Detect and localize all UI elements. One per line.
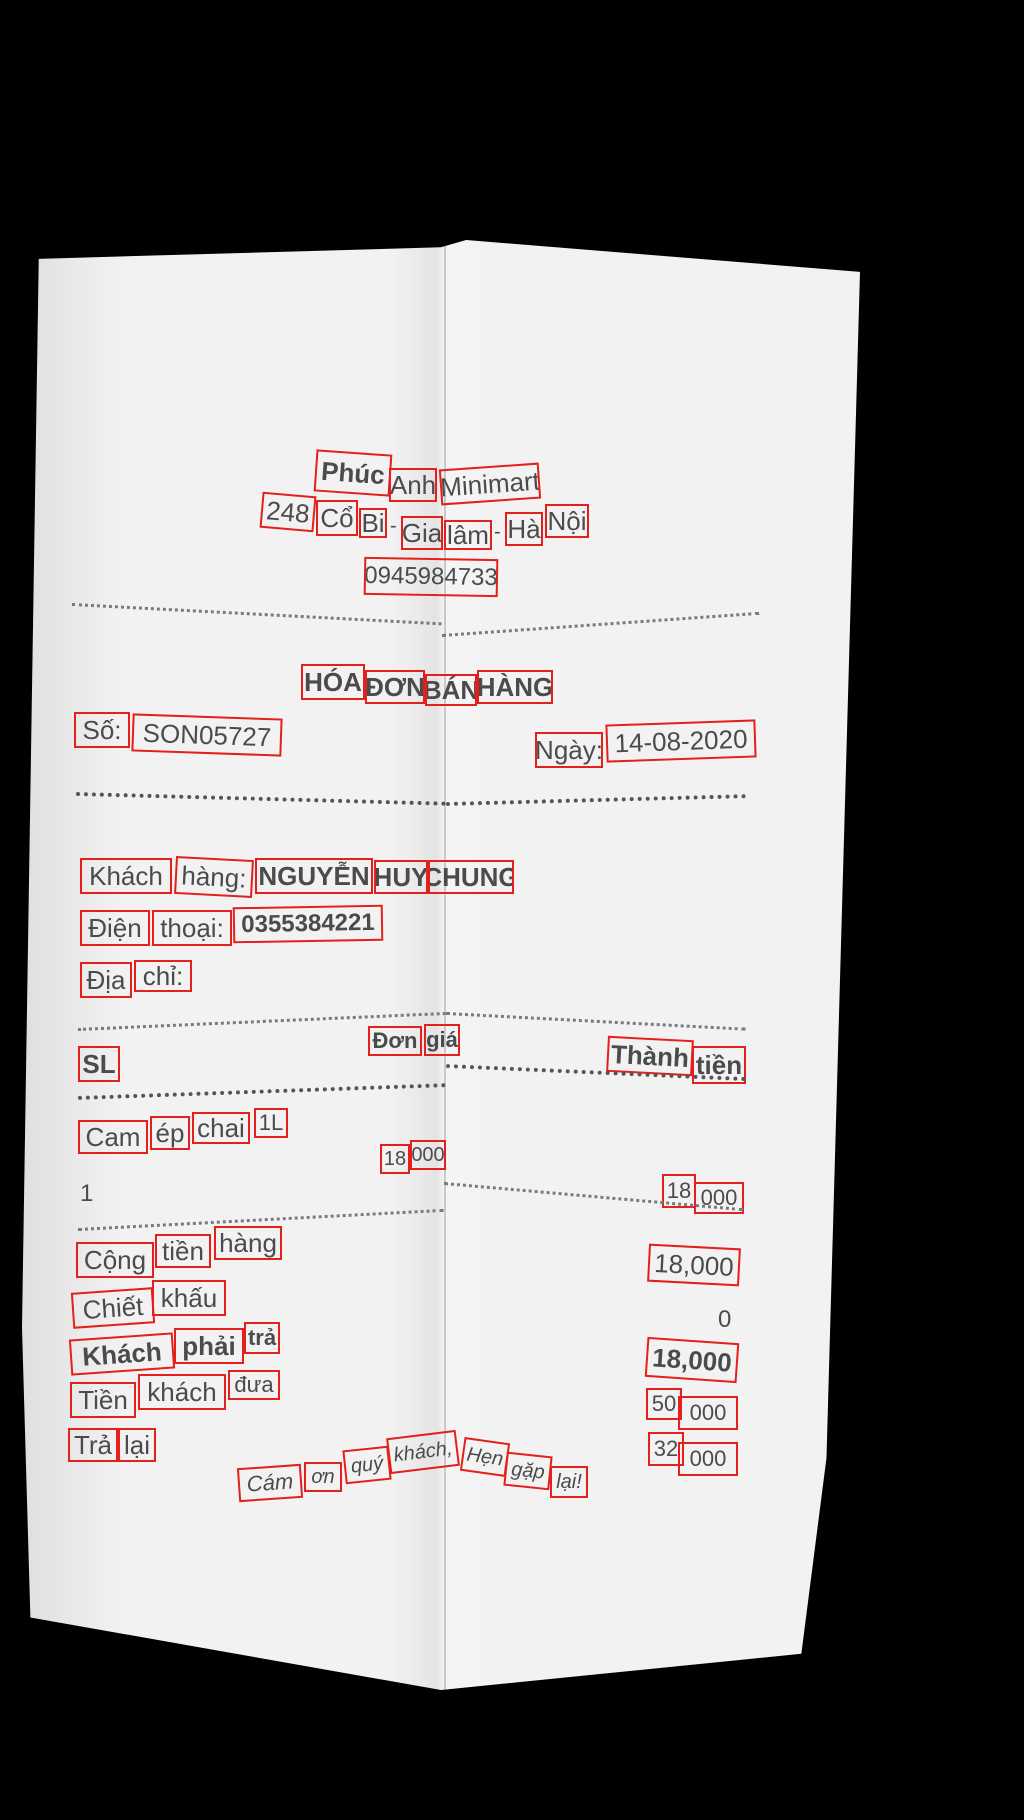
change-value: 32: [648, 1432, 684, 1466]
paid-value: 000: [678, 1396, 738, 1430]
store-name-word: Anh: [389, 468, 437, 502]
header-qty: SL: [78, 1046, 120, 1082]
payable-label: phải: [174, 1328, 244, 1364]
header-unit-price: Đơn: [368, 1026, 422, 1056]
title-word: BÁN: [425, 674, 477, 706]
customer-phone-label: thoại:: [152, 910, 232, 946]
store-address-word: Hà: [505, 512, 543, 546]
invoice-number: SON05727: [131, 713, 283, 757]
footer-word: lại!: [550, 1466, 588, 1498]
paid-label: đưa: [228, 1370, 280, 1400]
title-word: HÓA: [301, 664, 365, 700]
subtotal-label: Cộng: [76, 1242, 154, 1278]
item-qty: 1: [80, 1180, 94, 1207]
customer-address-label: chỉ:: [134, 960, 192, 992]
customer-name-label: Khách: [80, 858, 172, 894]
receipt-paper: [22, 240, 860, 1690]
subtotal-value: 18,000: [647, 1243, 741, 1287]
footer-word: Cám: [236, 1463, 304, 1503]
footer-word: Hẹn: [459, 1436, 511, 1478]
paid-label: Tiền: [70, 1382, 136, 1418]
footer-word: quý: [342, 1445, 392, 1485]
change-value: 000: [678, 1442, 738, 1476]
item-total: 000: [694, 1182, 744, 1214]
title-word: HÀNG: [477, 670, 553, 704]
item-unit-price: 000: [410, 1140, 446, 1170]
store-address-word: -: [494, 521, 501, 543]
store-address-word: -: [390, 515, 397, 537]
invoice-number-label: Số:: [74, 712, 130, 748]
footer-word: gặp: [503, 1451, 553, 1491]
customer-phone-label: Điện: [80, 910, 150, 946]
customer-name: CHUNG: [428, 860, 514, 894]
payable-label: Khách: [68, 1332, 176, 1376]
store-phone: 0945984733: [363, 556, 499, 598]
item-name: 1L: [254, 1108, 288, 1138]
store-address-word: Gia: [401, 516, 443, 550]
customer-address-label: Địa: [80, 962, 132, 998]
footer-word: ơn: [304, 1462, 342, 1492]
payable-label: trả: [244, 1322, 280, 1354]
paid-value: 50: [646, 1388, 682, 1420]
store-address-word: Cổ: [316, 500, 358, 536]
item-name: chai: [192, 1112, 250, 1144]
payable-value: 18,000: [644, 1336, 740, 1384]
item-unit-price: 18: [380, 1144, 410, 1174]
paid-label: khách: [138, 1374, 226, 1410]
header-unit-price: giá: [424, 1024, 460, 1056]
subtotal-label: hàng: [214, 1226, 282, 1260]
invoice-date-label: Ngày:: [535, 732, 603, 768]
store-name-word: Minimart: [438, 462, 542, 506]
discount-label: Chiết: [70, 1287, 156, 1329]
change-label: lại: [118, 1428, 156, 1462]
store-address-word: lâm: [444, 520, 492, 550]
title-word: ĐƠN: [365, 670, 425, 704]
customer-name-label: hàng:: [174, 855, 254, 899]
store-address-word: 248: [259, 491, 317, 533]
item-name: ép: [150, 1116, 190, 1150]
item-name: Cam: [78, 1120, 148, 1154]
subtotal-label: tiền: [155, 1234, 211, 1268]
paper-fold-crease: [444, 240, 446, 1690]
discount-label: khấu: [152, 1280, 226, 1316]
change-label: Trả: [68, 1428, 118, 1462]
customer-name: HUY: [374, 860, 428, 894]
invoice-date: 14-08-2020: [605, 719, 757, 763]
store-name-word: Phúc: [313, 449, 393, 497]
customer-phone: 0355384221: [232, 904, 384, 944]
store-address-word: Bi: [359, 508, 387, 538]
discount-value: 0: [718, 1306, 732, 1333]
store-address-word: Nội: [545, 504, 589, 538]
customer-name: NGUYỄN: [255, 858, 373, 894]
header-total: tiền: [692, 1046, 746, 1084]
header-total: Thành: [606, 1035, 694, 1077]
